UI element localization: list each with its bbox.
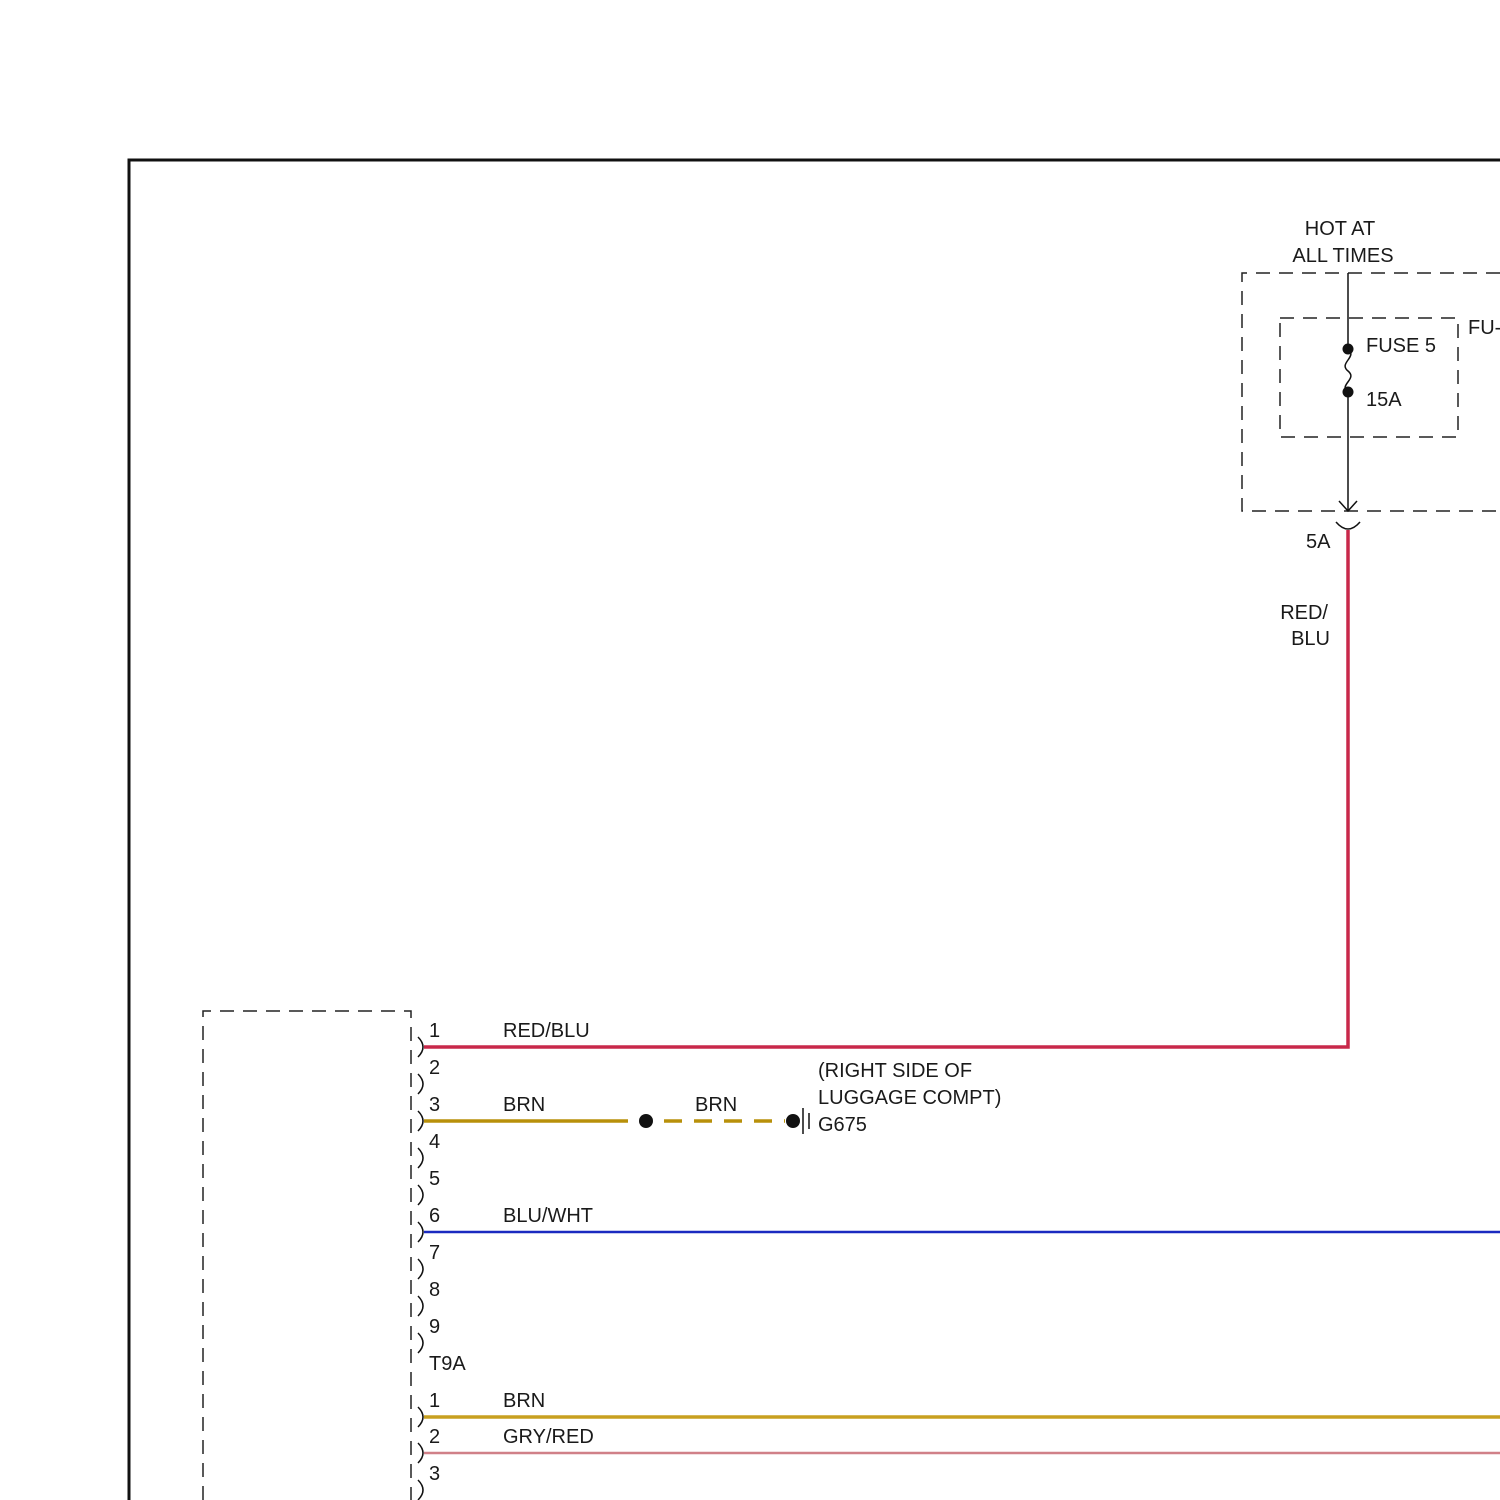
power-source-line2: ALL TIMES xyxy=(1292,245,1393,267)
connector-a-pin-9: 9 xyxy=(429,1316,440,1338)
fuse-connector-pin: 5A xyxy=(1306,531,1331,553)
wire-ground-label: BRN xyxy=(695,1094,737,1116)
wire-pin1-label: RED/BLU xyxy=(503,1020,590,1042)
fuse-block-label: FU- xyxy=(1468,317,1500,339)
connector-a-pin-2: 2 xyxy=(429,1057,440,1079)
splice-dot xyxy=(639,1114,653,1128)
connector-b-pin-2: 2 xyxy=(429,1426,440,1448)
connector-a-pin-3: 3 xyxy=(429,1094,440,1116)
connector-a-pin-1: 1 xyxy=(429,1020,440,1042)
ground-id: G675 xyxy=(818,1114,867,1136)
vertical-wire-label-line2: BLU xyxy=(1291,628,1330,650)
ground-note-line2: LUGGAGE COMPT) xyxy=(818,1087,1001,1109)
wire-b2-label: GRY/RED xyxy=(503,1426,594,1448)
wire-red-blu xyxy=(424,530,1348,1047)
connector-cup-icon xyxy=(1336,522,1360,529)
component-outline xyxy=(203,1011,411,1500)
fuse-terminal-top xyxy=(1343,344,1354,355)
connector-b-cups xyxy=(418,1407,423,1500)
wire-pin6-label: BLU/WHT xyxy=(503,1205,593,1227)
diagram-frame xyxy=(129,160,1500,1500)
connector-a-pin-8: 8 xyxy=(429,1279,440,1301)
ground-point-dot xyxy=(786,1114,800,1128)
connector-a-cups xyxy=(418,1037,423,1353)
connector-a-pin-5: 5 xyxy=(429,1168,440,1190)
connector-b-pin-3: 3 xyxy=(429,1463,440,1485)
ground-icon xyxy=(803,1108,809,1134)
power-source-line1: HOT AT xyxy=(1305,218,1375,240)
wire-pin3-label: BRN xyxy=(503,1094,545,1116)
fuse-element-icon xyxy=(1345,349,1351,392)
wire-b1-label: BRN xyxy=(503,1390,545,1412)
fuse-name: FUSE 5 xyxy=(1366,335,1436,357)
connector-a-pin-4: 4 xyxy=(429,1131,440,1153)
connector-a-pin-6: 6 xyxy=(429,1205,440,1227)
connector-a-name: T9A xyxy=(429,1353,466,1375)
ground-note-line1: (RIGHT SIDE OF xyxy=(818,1060,972,1082)
connector-a-pin-7: 7 xyxy=(429,1242,440,1264)
connector-b-pin-1: 1 xyxy=(429,1390,440,1412)
fuse-rating: 15A xyxy=(1366,389,1402,411)
vertical-wire-label-line1: RED/ xyxy=(1280,602,1328,624)
